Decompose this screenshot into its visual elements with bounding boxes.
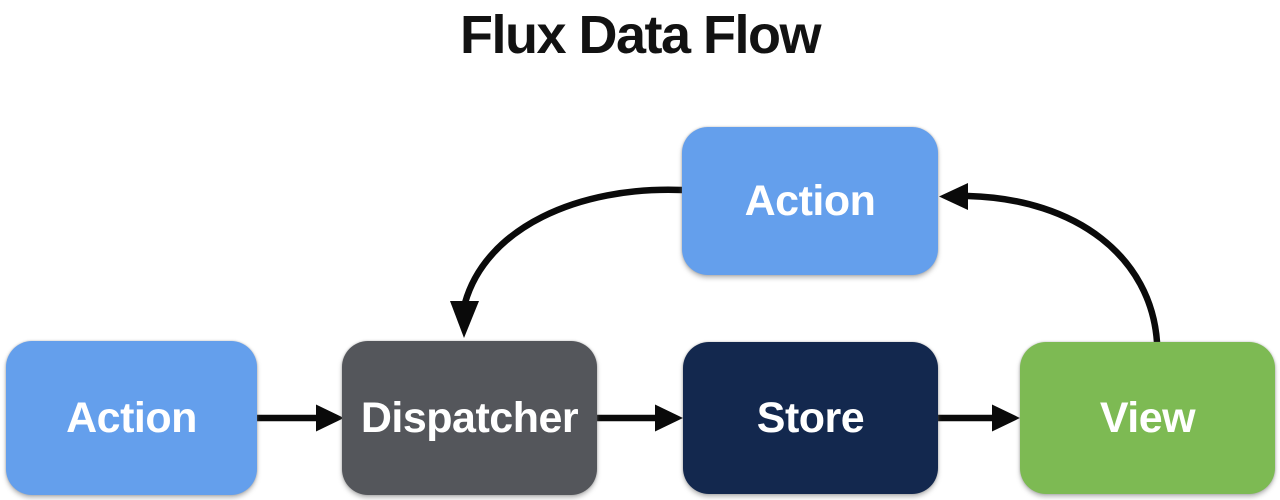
edge-view-to-action-top	[939, 183, 1161, 346]
node-dispatcher-label: Dispatcher	[360, 393, 579, 442]
node-dispatcher: Dispatcher	[342, 341, 597, 495]
edge-curve	[964, 192, 1161, 346]
node-action-left-label: Action	[66, 393, 197, 442]
node-action-top-label: Action	[744, 176, 876, 225]
node-action-top: Action	[682, 127, 938, 275]
edge-action-left-to-dispatcher	[253, 404, 344, 432]
diagram-title: Flux Data Flow	[459, 5, 822, 65]
node-view: View	[1020, 342, 1275, 494]
edge-dispatcher-to-store	[593, 404, 683, 432]
arrowhead-left-icon	[939, 183, 968, 210]
node-view-label: View	[1099, 393, 1196, 442]
edge-action-top-to-dispatcher	[450, 186, 686, 338]
edge-curve	[461, 186, 686, 307]
arrowhead-down-icon	[450, 301, 479, 338]
arrowhead-right-icon	[316, 404, 344, 432]
node-store-label: Store	[756, 393, 865, 442]
node-action-left: Action	[6, 341, 257, 495]
edge-store-to-view	[934, 404, 1020, 432]
arrowhead-right-icon	[992, 404, 1020, 432]
arrowhead-right-icon	[655, 404, 683, 432]
node-store: Store	[683, 342, 938, 494]
